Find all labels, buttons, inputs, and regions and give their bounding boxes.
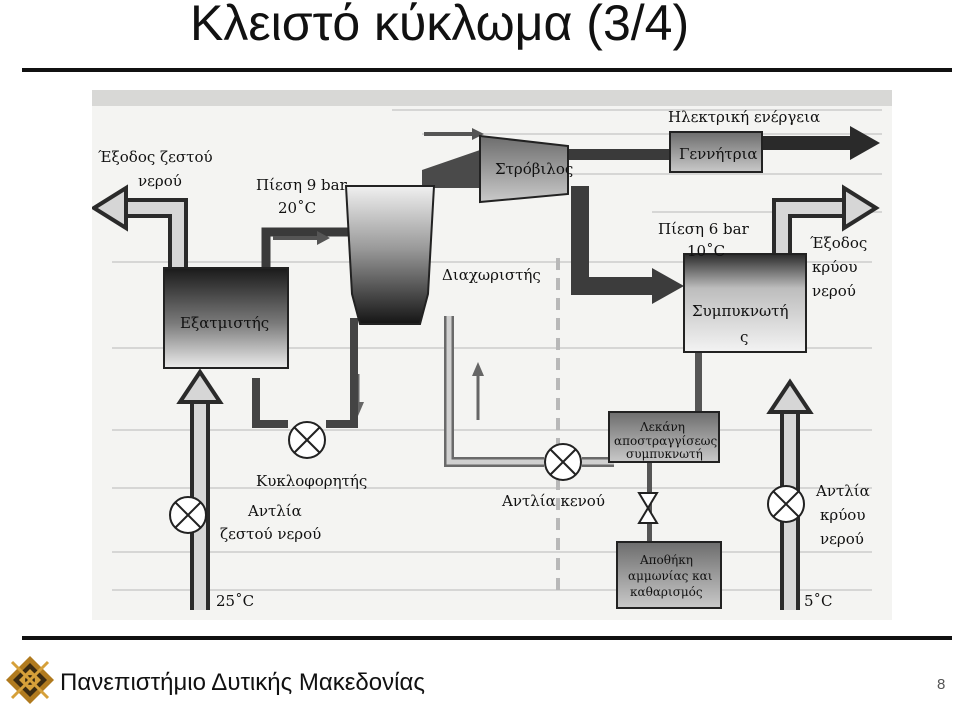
- cold-water-pump-label-3: νερού: [820, 530, 864, 548]
- separator-drain-line: [326, 318, 358, 428]
- cold-water-outlet-label-1: Έξοδος: [810, 234, 867, 252]
- high-pressure-label-2: 20˚C: [278, 199, 316, 217]
- condenser-drain-pipe: [695, 352, 702, 412]
- cold-water-outlet-label-2: κρύου: [812, 258, 857, 276]
- separator-to-turbine-duct: [422, 150, 480, 188]
- condensate-tank-box: [608, 411, 720, 463]
- cold-water-pump-label-2: κρύου: [820, 506, 865, 524]
- vacuum-pump-label: Αντλία κενού: [501, 492, 605, 510]
- turbine-label: Στρόβιλος: [495, 160, 573, 178]
- turbine-box: [479, 134, 569, 204]
- hot-water-outlet-label-1: Έξοδος ζεστού: [98, 148, 213, 166]
- heat-input-arrow: [273, 231, 330, 245]
- hot-water-pump-label-2: ζεστού νερού: [220, 525, 321, 543]
- condenser-label-2: ς: [740, 328, 748, 346]
- condensate-tank-label-1: Λεκάνη: [639, 420, 685, 434]
- inlet-indicator-arrow: [424, 128, 484, 140]
- storage-valve-icon: [637, 492, 659, 524]
- cold-water-pump-label-1: Αντλία: [815, 482, 870, 500]
- hot-water-inlet-temp: 25˚C: [216, 592, 254, 610]
- condensate-tank-label-2: αποστραγγίσεως: [614, 434, 717, 448]
- turbine-exhaust-arrow: [571, 186, 684, 304]
- separator-label: Διαχωριστής: [442, 266, 541, 284]
- hot-water-outlet-label-2: νερού: [138, 172, 182, 190]
- closed-cycle-diagram: Έξοδος ζεστού νερού Πίεση 9 bar 20˚C Στρ…: [92, 90, 892, 620]
- circulator-label: Κυκλοφορητής: [256, 472, 367, 490]
- hot-water-outlet-arrow: [92, 184, 188, 268]
- footer-divider: [22, 636, 952, 640]
- ammonia-storage-label-3: καθαρισμός: [630, 585, 703, 599]
- footer-university-name: Πανεπιστήμιο Δυτικής Μακεδονίας: [60, 669, 425, 696]
- scan-top-shadow: [92, 90, 892, 106]
- cold-water-inlet-temp: 5˚C: [804, 592, 833, 610]
- ammonia-storage-label-2: αμμωνίας και: [628, 569, 713, 583]
- separator-vessel: [344, 185, 436, 325]
- circulator-pump-icon: [288, 421, 326, 459]
- cold-water-pump-icon: [767, 485, 805, 523]
- university-logo-icon: [4, 654, 56, 706]
- page-number: 8: [937, 676, 946, 693]
- condenser-box: [683, 253, 807, 353]
- low-pressure-label-2: 10˚C: [687, 242, 725, 260]
- cold-water-outlet-arrow: [772, 184, 880, 254]
- generator-box: [669, 131, 763, 173]
- high-pressure-label-1: Πίεση 9 bar: [256, 176, 348, 194]
- low-pressure-label-1: Πίεση 6 bar: [658, 220, 750, 238]
- slide-title: Κλειστό κύκλωμα (3/4): [190, 0, 690, 51]
- hot-water-pump-label-1: Αντλία: [247, 502, 302, 520]
- ammonia-storage-box: [616, 541, 722, 609]
- vacuum-up-arrow: [472, 362, 484, 420]
- condensate-tank-label-3: συμπυκνωτή: [626, 447, 703, 461]
- turbine-generator-shaft: [568, 149, 670, 160]
- evaporator-label: Εξατμιστής: [180, 314, 269, 332]
- evaporator-box: [163, 267, 289, 369]
- cold-water-outlet-label-3: νερού: [812, 282, 856, 300]
- electric-energy-arrow: [762, 126, 880, 160]
- electric-energy-label: Ηλεκτρική ενέργεια: [668, 108, 820, 126]
- title-divider: [22, 68, 952, 72]
- circulator-line: [252, 378, 288, 428]
- hot-water-pump-icon: [169, 496, 207, 534]
- condenser-label-1: Συμπυκνωτή: [692, 302, 788, 320]
- ammonia-storage-label-1: Αποθήκη: [639, 553, 693, 567]
- vacuum-pump-icon: [544, 443, 582, 481]
- generator-label: Γεννήτρια: [679, 145, 758, 163]
